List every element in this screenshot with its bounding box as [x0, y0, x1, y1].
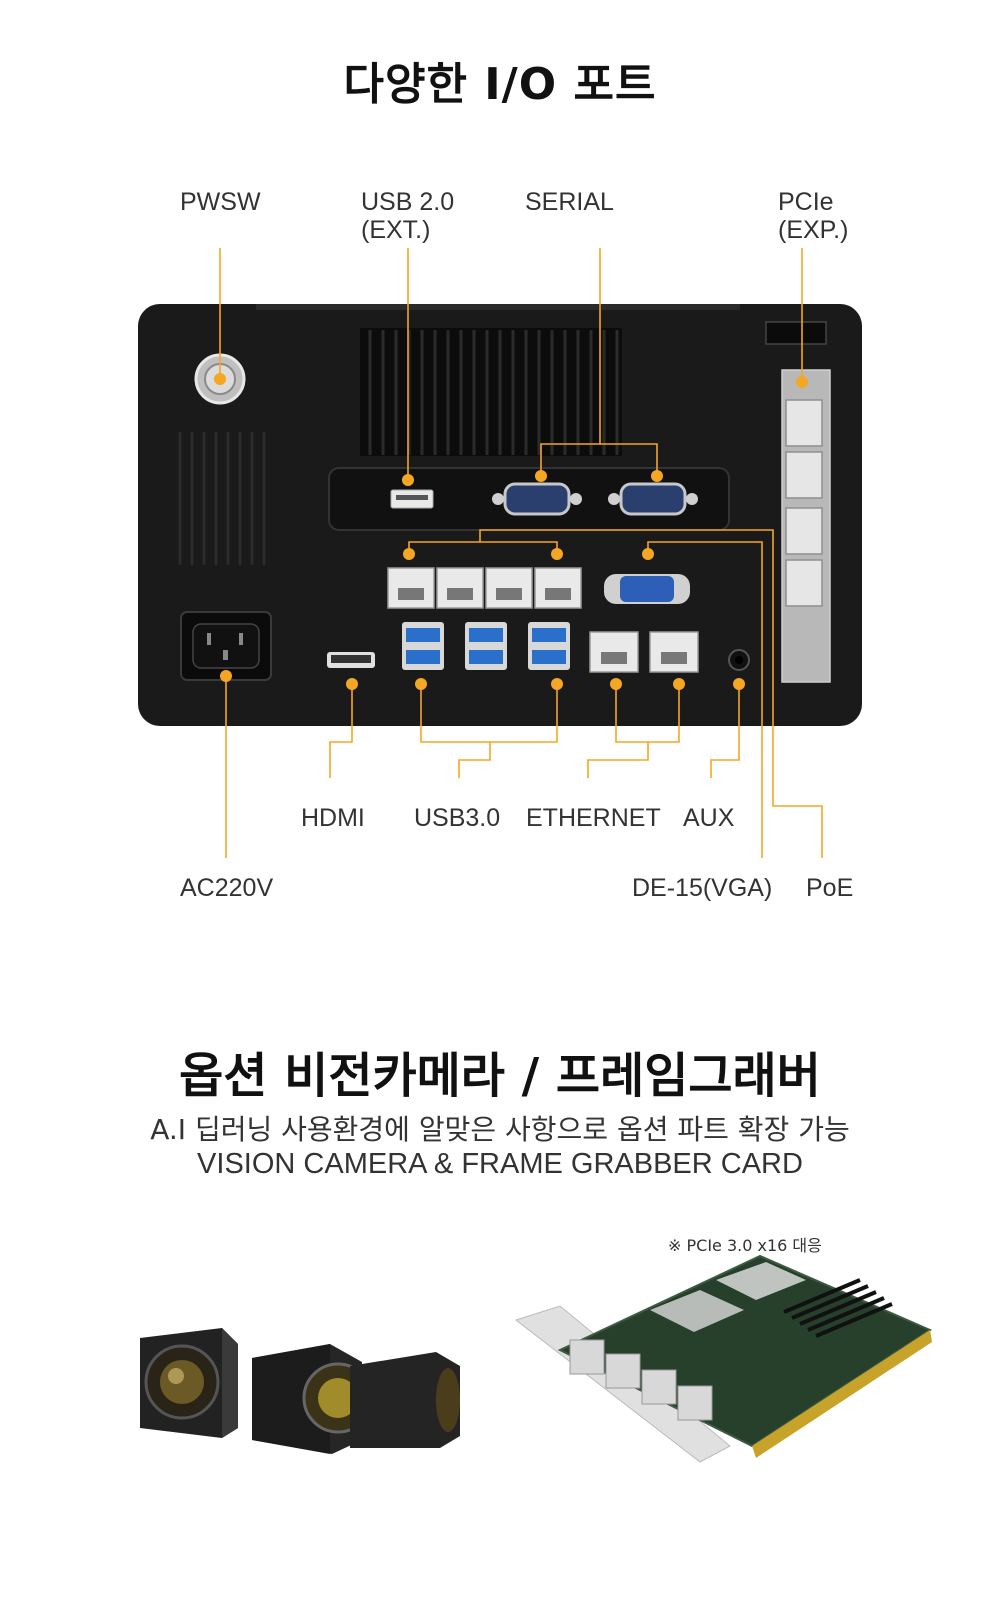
section-title-io: 다양한 I/O 포트 [343, 59, 657, 110]
product-illustrations [140, 1254, 933, 1463]
vision-camera-3 [350, 1352, 460, 1448]
label-aux: AUX [683, 804, 735, 832]
ac-inlet-icon [180, 611, 272, 681]
label-pwsw: PWSW [180, 188, 261, 216]
connection-dots [214, 373, 808, 690]
serial-port-icon-1 [492, 482, 582, 516]
io-panel-diagram [138, 248, 862, 858]
label-serial: SERIAL [525, 188, 614, 216]
pcie-support-note: ※ PCIe 3.0 x16 대응 [668, 1236, 822, 1255]
vga-port-icon [604, 574, 690, 604]
label-ethernet: ETHERNET [526, 804, 661, 832]
label-hdmi: HDMI [301, 804, 365, 832]
label-poe: PoE [806, 874, 854, 902]
label-pcie: PCIe (EXP.) [778, 188, 849, 244]
label-usb3: USB3.0 [414, 804, 501, 832]
usb2-port-icon [390, 489, 434, 509]
subtitle-english: VISION CAMERA & FRAME GRABBER CARD [197, 1148, 803, 1180]
aux-jack-icon [728, 649, 750, 671]
serial-port-icon-2 [608, 482, 698, 516]
side-fan-grille [178, 432, 266, 565]
vision-camera-1 [140, 1328, 238, 1438]
section-title-options: 옵션 비전카메라 / 프레임그래버 [179, 1048, 821, 1104]
ethernet-ports-icon [589, 631, 699, 673]
label-vga: DE-15(VGA) [632, 874, 773, 902]
hdmi-port-icon [327, 652, 375, 668]
usb3-ports-icon [402, 622, 570, 670]
frame-grabber-card [514, 1254, 933, 1463]
pcie-slot-plate [765, 321, 831, 683]
subtitle-korean: A.I 딥러닝 사용환경에 알맞은 사항으로 옵션 파트 확장 가능 [150, 1113, 850, 1146]
top-vent-grille [360, 328, 622, 456]
label-ac220v: AC220V [180, 874, 274, 902]
label-usb2: USB 2.0 (EXT.) [361, 188, 455, 244]
